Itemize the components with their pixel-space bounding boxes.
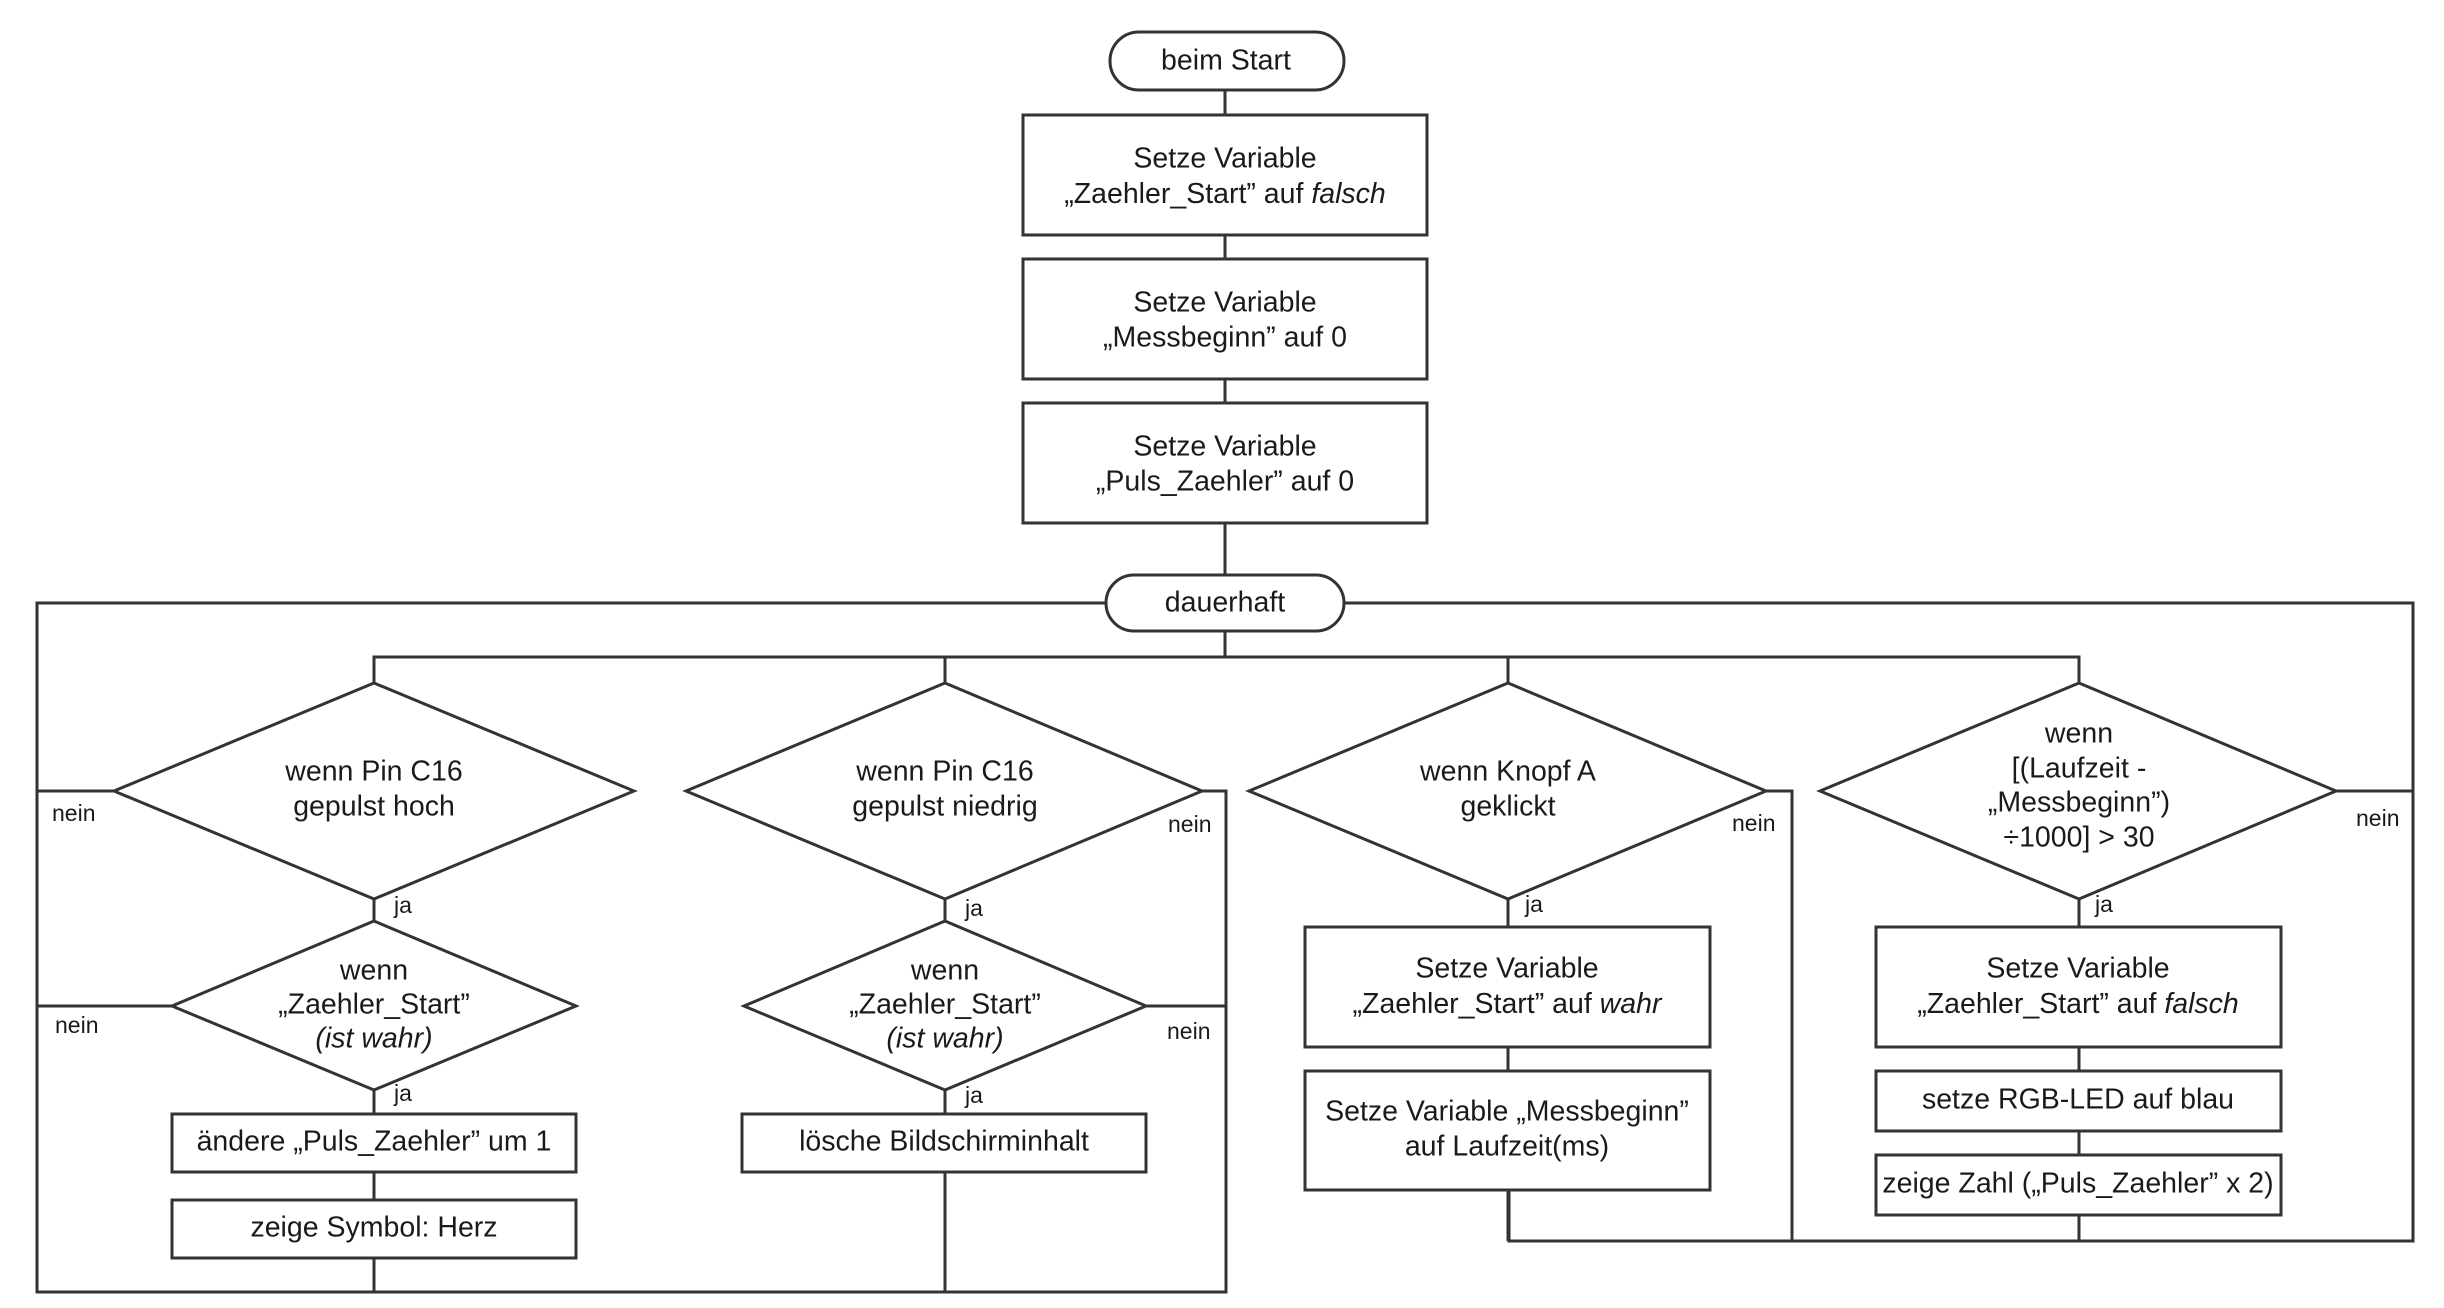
svg-text:wenn Pin C16: wenn Pin C16 bbox=[284, 756, 462, 788]
svg-text:„Puls_Zaehler” auf 0: „Puls_Zaehler” auf 0 bbox=[1096, 466, 1354, 498]
svg-text:wenn: wenn bbox=[2044, 718, 2113, 750]
svg-text:„Zaehler_Start” auf wahr: „Zaehler_Start” auf wahr bbox=[1353, 988, 1663, 1020]
svg-text:„Zaehler_Start”: „Zaehler_Start” bbox=[849, 989, 1041, 1021]
svg-text:Setze Variable: Setze Variable bbox=[1986, 953, 2169, 985]
branch2-no-label-2: nein bbox=[1167, 1018, 1210, 1044]
svg-text:Setze Variable: Setze Variable bbox=[1415, 953, 1598, 985]
loop-label: dauerhaft bbox=[1165, 587, 1286, 619]
svg-text:auf Laufzeit(ms): auf Laufzeit(ms) bbox=[1405, 1131, 1609, 1163]
svg-text:Setze Variable: Setze Variable bbox=[1133, 287, 1316, 319]
branch4-no-label: nein bbox=[2356, 805, 2399, 831]
svg-text:„Messbeginn” auf 0: „Messbeginn” auf 0 bbox=[1103, 322, 1347, 354]
branch2-no-label: nein bbox=[1168, 811, 1211, 837]
branch1-yes-label-2: ja bbox=[393, 1080, 412, 1106]
start-label: beim Start bbox=[1161, 45, 1291, 77]
branch3-condition-button-a: wenn Knopf A geklickt bbox=[1245, 681, 1770, 901]
svg-text:gepulst niedrig: gepulst niedrig bbox=[852, 791, 1037, 823]
svg-text:„Messbeginn”): „Messbeginn”) bbox=[1988, 787, 2170, 819]
svg-text:wenn: wenn bbox=[339, 955, 408, 987]
svg-text:zeige Symbol: Herz: zeige Symbol: Herz bbox=[250, 1212, 497, 1244]
start-terminal bbox=[1108, 30, 1346, 92]
branch2-yes-label-2: ja bbox=[964, 1082, 983, 1108]
svg-text:[(Laufzeit -: [(Laufzeit - bbox=[2012, 753, 2147, 785]
branch2-action-clear-screen: lösche Bildschirminhalt bbox=[740, 1112, 1148, 1174]
branch1-no-label: nein bbox=[52, 800, 95, 826]
branch4-action-rgb-led: setze RGB-LED auf blau bbox=[1874, 1069, 2283, 1133]
branch4-condition-timeout: wenn [(Laufzeit - „Messbeginn”) ÷1000] >… bbox=[1816, 681, 2340, 901]
svg-text:wenn Pin C16: wenn Pin C16 bbox=[855, 756, 1033, 788]
branch1-yes-label: ja bbox=[393, 892, 412, 918]
branch4-action-set-zaehler-start: Setze Variable „Zaehler_Start” auf falsc… bbox=[1874, 925, 2283, 1049]
svg-text:geklickt: geklickt bbox=[1460, 791, 1555, 823]
branch3-action-set-messbeginn: Setze Variable „Messbeginn” auf Laufzeit… bbox=[1303, 1069, 1712, 1192]
svg-text:wenn: wenn bbox=[910, 955, 979, 987]
svg-text:„Zaehler_Start”: „Zaehler_Start” bbox=[278, 989, 470, 1021]
svg-text:„Zaehler_Start” auf falsch: „Zaehler_Start” auf falsch bbox=[1064, 178, 1386, 210]
branch2-condition-zaehler-start: wenn „Zaehler_Start” (ist wahr) bbox=[740, 919, 1150, 1092]
branch1-action-increment: ändere „Puls_Zaehler” um 1 bbox=[170, 1112, 578, 1174]
svg-text:Setze Variable: Setze Variable bbox=[1133, 143, 1316, 175]
init-puls-zaehler-box: Setze Variable „Puls_Zaehler” auf 0 bbox=[1021, 401, 1429, 525]
branch3-yes-label: ja bbox=[1524, 891, 1543, 917]
svg-text:ändere „Puls_Zaehler” um 1: ändere „Puls_Zaehler” um 1 bbox=[197, 1126, 552, 1158]
branch1-action-show-heart: zeige Symbol: Herz bbox=[170, 1198, 578, 1260]
svg-text:wenn Knopf A: wenn Knopf A bbox=[1419, 756, 1596, 788]
init-messbeginn-box: Setze Variable „Messbeginn” auf 0 bbox=[1021, 257, 1429, 381]
branch2-yes-label: ja bbox=[964, 895, 983, 921]
branch4-action-show-number: zeige Zahl („Puls_Zaehler” x 2) bbox=[1874, 1153, 2283, 1217]
svg-text:zeige Zahl („Puls_Zaehler” x 2: zeige Zahl („Puls_Zaehler” x 2) bbox=[1882, 1168, 2273, 1200]
connector-lines bbox=[35, 90, 2415, 1294]
svg-text:(ist wahr): (ist wahr) bbox=[886, 1023, 1003, 1055]
branch2-condition-pin-low: wenn Pin C16 gepulst niedrig bbox=[682, 681, 1206, 901]
branch3-action-set-zaehler-start: Setze Variable „Zaehler_Start” auf wahr bbox=[1303, 925, 1712, 1049]
branch1-condition-pin-high: wenn Pin C16 gepulst hoch bbox=[110, 681, 638, 901]
svg-text:(ist wahr): (ist wahr) bbox=[315, 1023, 432, 1055]
branch4-yes-label: ja bbox=[2094, 891, 2113, 917]
branch1-condition-zaehler-start: wenn „Zaehler_Start” (ist wahr) bbox=[168, 919, 580, 1092]
svg-text:gepulst hoch: gepulst hoch bbox=[293, 791, 455, 823]
init-zaehler-start-box: Setze Variable „Zaehler_Start” auf falsc… bbox=[1021, 113, 1429, 237]
loop-terminal bbox=[1104, 573, 1346, 633]
branch3-no-label: nein bbox=[1732, 810, 1775, 836]
svg-text:lösche Bildschirminhalt: lösche Bildschirminhalt bbox=[799, 1126, 1089, 1158]
svg-text:Setze Variable „Messbeginn”: Setze Variable „Messbeginn” bbox=[1325, 1096, 1689, 1128]
svg-text:„Zaehler_Start” auf falsch: „Zaehler_Start” auf falsch bbox=[1917, 988, 2239, 1020]
svg-text:Setze Variable: Setze Variable bbox=[1133, 431, 1316, 463]
branch1-no-label-2: nein bbox=[55, 1012, 98, 1038]
svg-text:setze RGB-LED auf blau: setze RGB-LED auf blau bbox=[1922, 1084, 2234, 1116]
svg-text:÷1000] > 30: ÷1000] > 30 bbox=[2003, 822, 2154, 854]
